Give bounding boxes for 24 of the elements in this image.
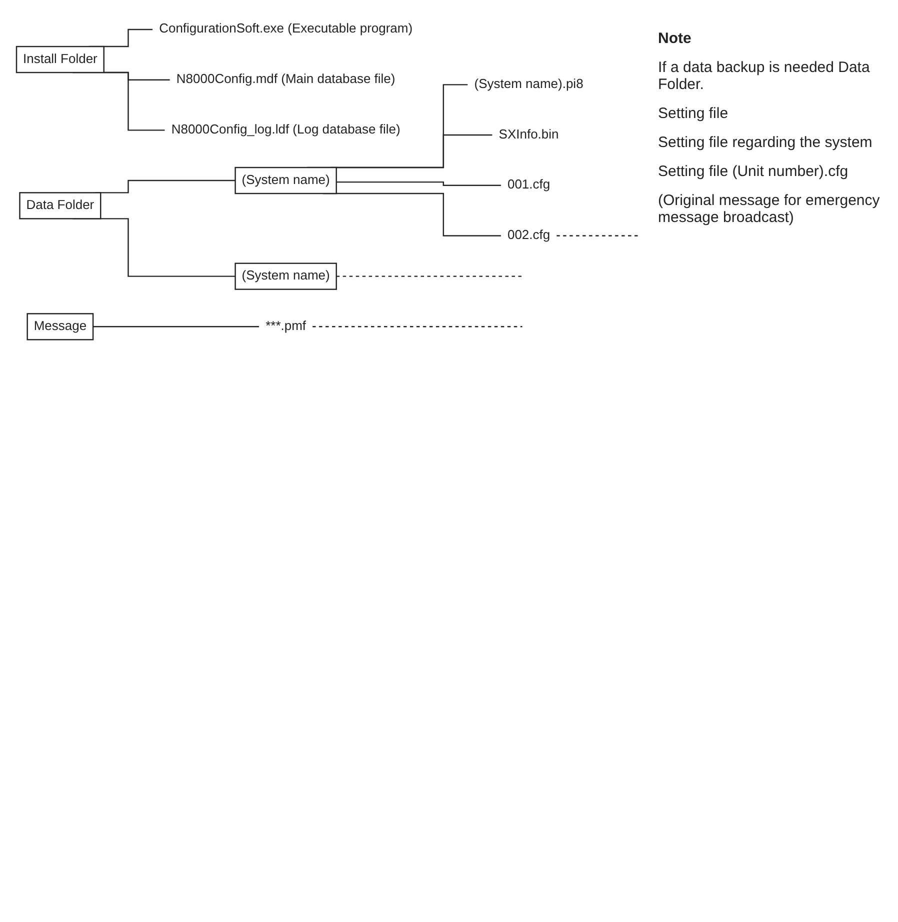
connector <box>336 276 523 277</box>
connector <box>312 326 523 328</box>
node-text: (System name).pi8 <box>474 77 584 92</box>
node-box: (System name) <box>234 166 337 194</box>
annotation-text: Setting file regarding the system <box>658 134 874 151</box>
connector <box>336 181 502 186</box>
node-text: SXInfo.bin <box>498 128 559 142</box>
connector <box>93 326 260 328</box>
node-text: 001.cfg <box>507 178 550 192</box>
connector <box>556 235 640 236</box>
annotation-text: Setting file (Unit number).cfg <box>658 163 850 180</box>
node-text: ConfigurationSoft.exe (Executable program) <box>159 22 413 36</box>
note-text: If a data backup is needed Data Folder. <box>658 59 871 93</box>
node-box: Install Folder <box>16 46 104 74</box>
node-box: Message <box>26 313 94 340</box>
note-heading: Note <box>658 30 692 47</box>
node-text: 002.cfg <box>507 228 550 242</box>
annotation-text: Setting file <box>658 105 730 122</box>
node-text: N8000Config_log.ldf (Log database file) <box>171 122 400 137</box>
node-box: (System name) <box>234 262 337 290</box>
node-box: Data Folder <box>19 192 102 220</box>
node-text: N8000Config.mdf (Main database file) <box>176 72 396 86</box>
node-text: ***.pmf <box>266 319 306 334</box>
annotation-text: (Original message for emergency message broadcast) <box>658 192 881 226</box>
